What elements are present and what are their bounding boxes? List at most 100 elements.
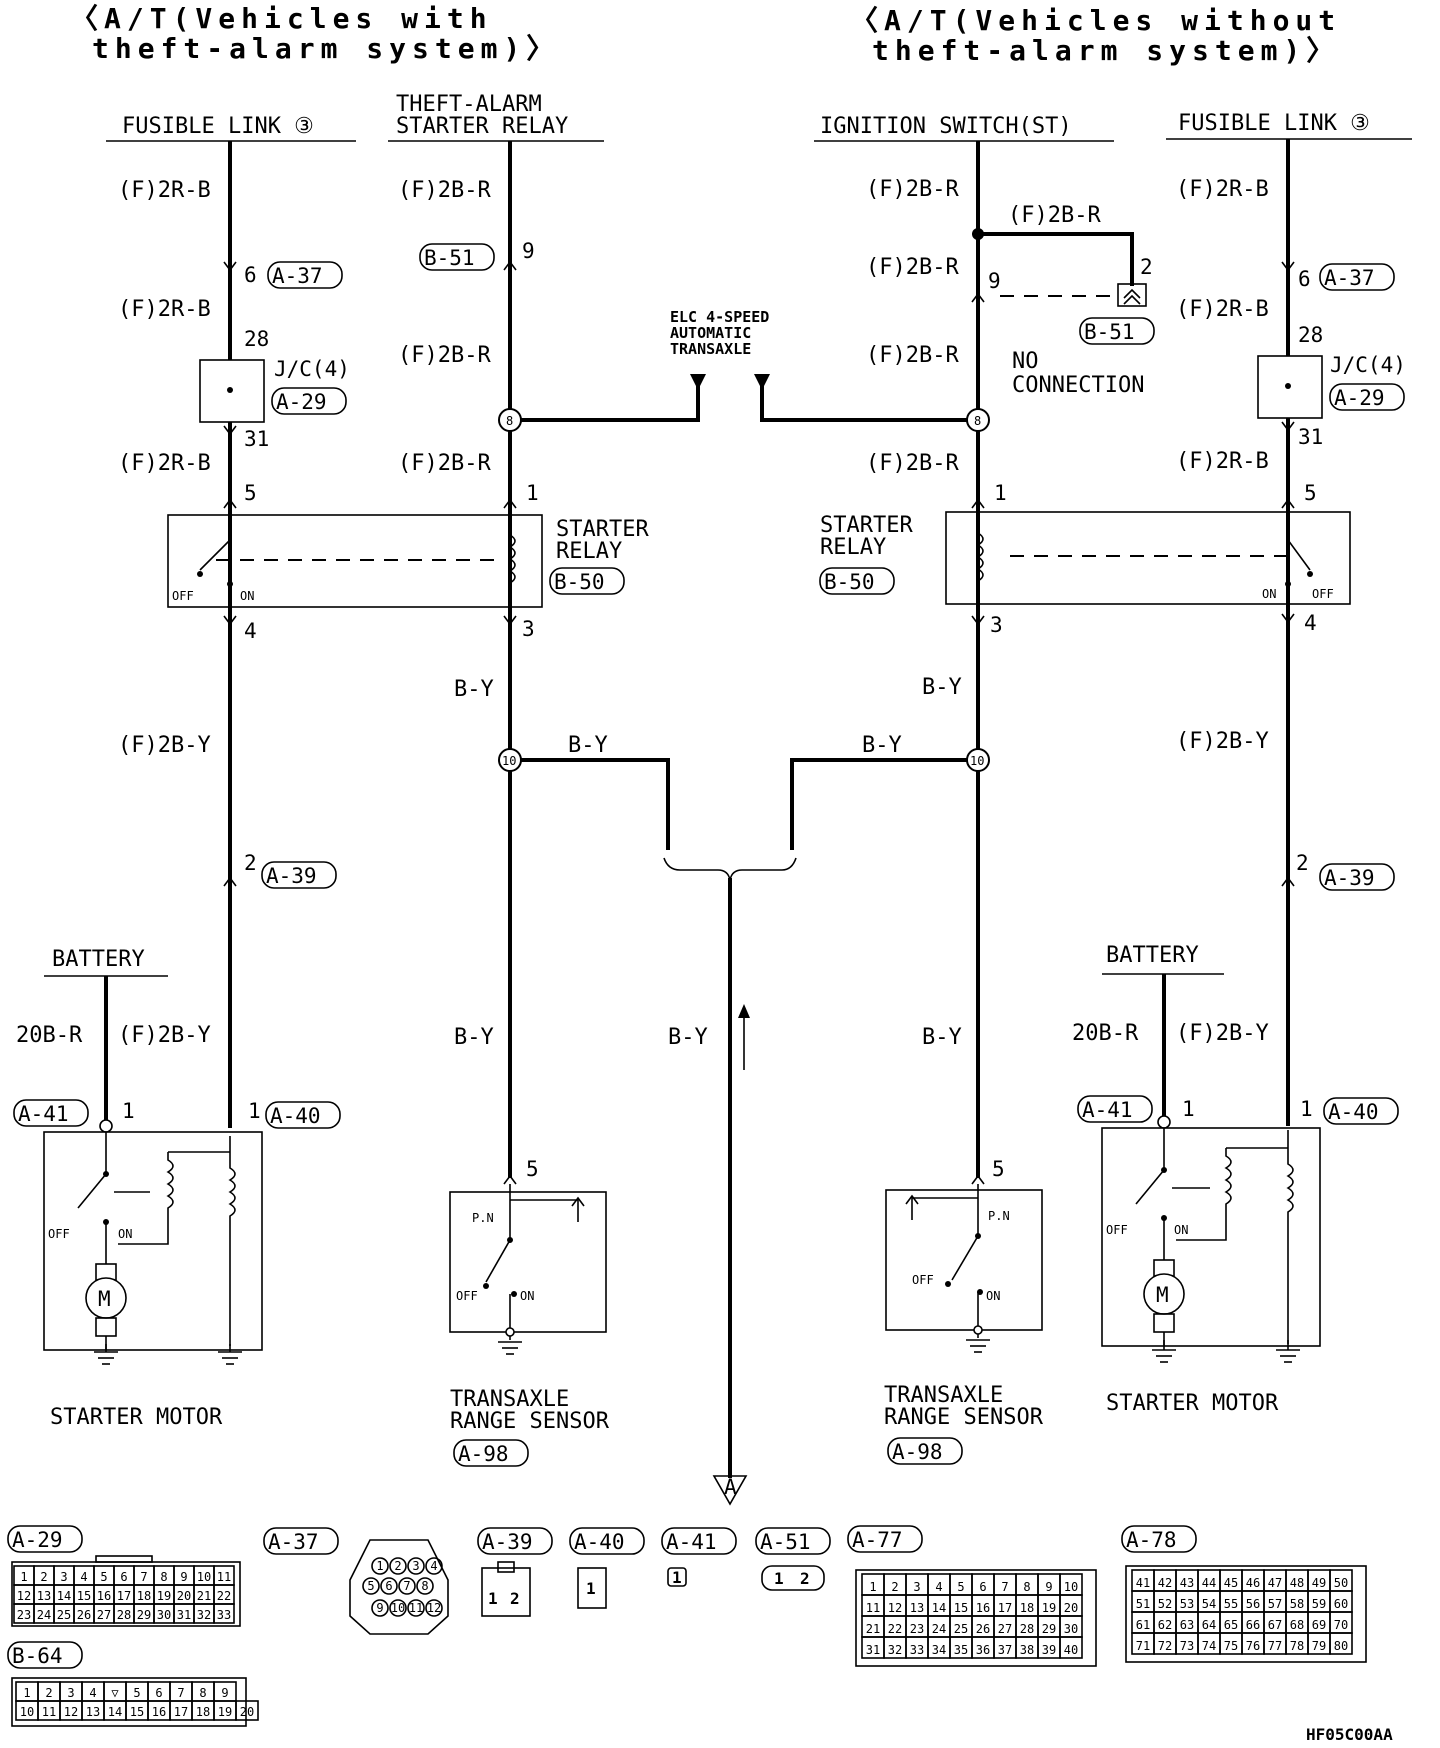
svg-text:36: 36 (976, 1643, 990, 1657)
svg-text:B-64: B-64 (12, 1644, 63, 1668)
svg-text:ON: ON (1262, 587, 1276, 601)
svg-text:26: 26 (976, 1622, 990, 1636)
wire-label: (F)2B-R (398, 178, 491, 203)
connector-b50-tag: B-50 (549, 567, 625, 595)
wire-label: (F)2B-Y (1176, 729, 1269, 754)
svg-text:3: 3 (913, 1580, 920, 1594)
svg-text:▽: ▽ (111, 1686, 119, 1700)
svg-text:80: 80 (1334, 1639, 1348, 1653)
wire-label: B-Y (568, 733, 608, 758)
ignition-column: (F)2B-R (F)2B-R 2 B-51 (F)2B-R 9 NO CONN… (866, 141, 1155, 1185)
svg-text:76: 76 (1246, 1639, 1260, 1653)
wire-label: (F)2B-Y (118, 1023, 211, 1048)
starter-relay-label: STARTER (556, 517, 649, 542)
svg-text:5: 5 (133, 1686, 140, 1700)
elc-label-3: TRANSAXLE (670, 340, 751, 358)
pin-label: 31 (1298, 425, 1323, 449)
header-ignition-switch: IGNITION SWITCH(ST) (820, 114, 1072, 139)
splice-8-right (966, 408, 990, 432)
pin-label: 1 (248, 1099, 261, 1123)
svg-text:8: 8 (506, 414, 513, 428)
svg-text:13: 13 (37, 1589, 51, 1603)
pin-label: 5 (1304, 481, 1317, 505)
no-connection-2: CONNECTION (1012, 373, 1144, 398)
svg-text:12: 12 (888, 1601, 902, 1615)
svg-text:71: 71 (1136, 1639, 1150, 1653)
svg-text:5: 5 (957, 1580, 964, 1594)
trs-label-2-right: RANGE SENSOR (884, 1405, 1044, 1430)
svg-text:35: 35 (954, 1643, 968, 1657)
svg-text:34: 34 (932, 1643, 946, 1657)
svg-text:64: 64 (1202, 1618, 1216, 1632)
pin-label: 1 (994, 481, 1007, 505)
svg-text:10: 10 (1064, 1580, 1078, 1594)
pin-label: 5 (244, 481, 257, 505)
svg-text:13: 13 (910, 1601, 924, 1615)
svg-text:3: 3 (67, 1686, 74, 1700)
svg-text:A-29: A-29 (1334, 386, 1385, 410)
starter-motor-box (43, 1131, 263, 1351)
svg-text:P.N: P.N (988, 1209, 1010, 1223)
wire-label: B-Y (922, 675, 962, 700)
jc-label: J/C(4) (274, 357, 350, 381)
svg-text:14: 14 (932, 1601, 946, 1615)
svg-text:5: 5 (100, 1570, 107, 1584)
wire-label: B-Y (454, 1025, 494, 1050)
title-right-1: 〈A/T(Vehicles without (850, 4, 1341, 37)
svg-text:20: 20 (240, 1705, 254, 1719)
svg-text:A-37: A-37 (1324, 266, 1375, 290)
svg-text:29: 29 (137, 1608, 151, 1622)
svg-text:10: 10 (197, 1570, 211, 1584)
svg-text:75: 75 (1224, 1639, 1238, 1653)
wire-label: (F)2B-R (866, 343, 959, 368)
svg-text:65: 65 (1224, 1618, 1238, 1632)
svg-text:79: 79 (1312, 1639, 1326, 1653)
splice-10-right (966, 748, 990, 772)
svg-text:8: 8 (160, 1570, 167, 1584)
svg-text:2: 2 (891, 1580, 898, 1594)
wire-label: B-Y (922, 1025, 962, 1050)
svg-text:11: 11 (42, 1705, 56, 1719)
svg-text:16: 16 (976, 1601, 990, 1615)
svg-text:22: 22 (888, 1622, 902, 1636)
svg-text:4: 4 (935, 1580, 942, 1594)
svg-text:61: 61 (1136, 1618, 1150, 1632)
connector-a39-tag-right: A-39 (1319, 863, 1395, 891)
svg-text:51: 51 (1136, 1597, 1150, 1611)
elc-label-1: ELC 4-SPEED (670, 308, 769, 326)
svg-text:A-29: A-29 (12, 1528, 63, 1552)
svg-text:A-77: A-77 (852, 1528, 903, 1552)
svg-text:55: 55 (1224, 1597, 1238, 1611)
connector-a29-tag: A-29 (271, 387, 347, 415)
pin-label: 2 (1296, 851, 1309, 875)
pin-label: 1 (526, 481, 539, 505)
svg-text:31: 31 (177, 1608, 191, 1622)
svg-text:18: 18 (196, 1705, 210, 1719)
svg-text:OFF: OFF (456, 1289, 478, 1303)
svg-text:30: 30 (157, 1608, 171, 1622)
svg-text:15: 15 (954, 1601, 968, 1615)
starter-relay-left: OFF ON STARTER RELAY B-50 (167, 514, 649, 608)
svg-text:OFF: OFF (1106, 1223, 1128, 1237)
wire-label: (F)2B-R (398, 343, 491, 368)
svg-text:44: 44 (1202, 1576, 1216, 1590)
svg-text:1: 1 (376, 1559, 383, 1573)
pin-label: 2 (244, 851, 257, 875)
svg-text:19: 19 (1042, 1601, 1056, 1615)
svg-text:14: 14 (108, 1705, 122, 1719)
connector-a51-diagram: A-51 1 2 (755, 1527, 831, 1591)
svg-text:2: 2 (394, 1559, 401, 1573)
svg-text:ON: ON (1174, 1223, 1188, 1237)
svg-text:57: 57 (1268, 1597, 1282, 1611)
svg-text:33: 33 (217, 1608, 231, 1622)
wire-label: (F)2R-B (1176, 449, 1269, 474)
svg-text:A-37: A-37 (272, 264, 323, 288)
pin-label: 6 (244, 263, 257, 287)
arrow-a-label: A (724, 1475, 737, 1499)
right-fusible-column: (F)2R-B 6 A-37 (F)2R-B 28 J/C(4) A-29 31… (1176, 139, 1406, 1126)
trs-label-1-right: TRANSAXLE (884, 1383, 1003, 1408)
svg-text:25: 25 (57, 1608, 71, 1622)
svg-text:32: 32 (888, 1643, 902, 1657)
left-fusible-column: (F)2R-B 6 A-37 (F)2R-B 28 J/C(4) A-29 31… (118, 141, 350, 1129)
